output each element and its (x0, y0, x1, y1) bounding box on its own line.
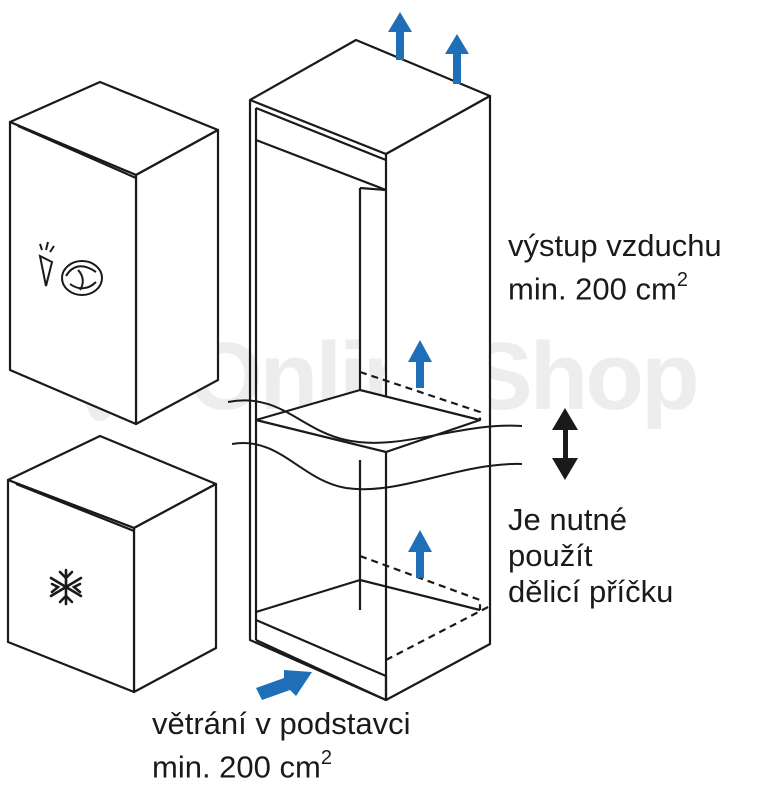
freezer-appliance (6, 434, 218, 694)
airflow-arrows (256, 12, 469, 700)
dashed-back-edges (359, 370, 491, 661)
airflow-arrow-icon (408, 530, 432, 578)
plinth-ventilation-label: větrání v podstavci min. 200 cm2 (152, 706, 411, 785)
airflow-arrow-icon (256, 670, 312, 700)
divider-required-label: Je nutné použít dělicí příčku (508, 502, 674, 609)
cabinet-niche (248, 38, 492, 702)
fridge-appliance (8, 80, 220, 426)
air-outlet-label: výstup vzduchu min. 200 cm2 (508, 228, 722, 307)
vegetable-icon (38, 241, 103, 296)
airflow-arrow-icon (408, 340, 432, 388)
airflow-arrow-icon (445, 34, 469, 84)
snowflake-icon (49, 568, 83, 606)
cutaway-lines (227, 399, 523, 491)
airflow-arrow-icon (388, 12, 412, 60)
double-arrow-icon (552, 408, 578, 480)
